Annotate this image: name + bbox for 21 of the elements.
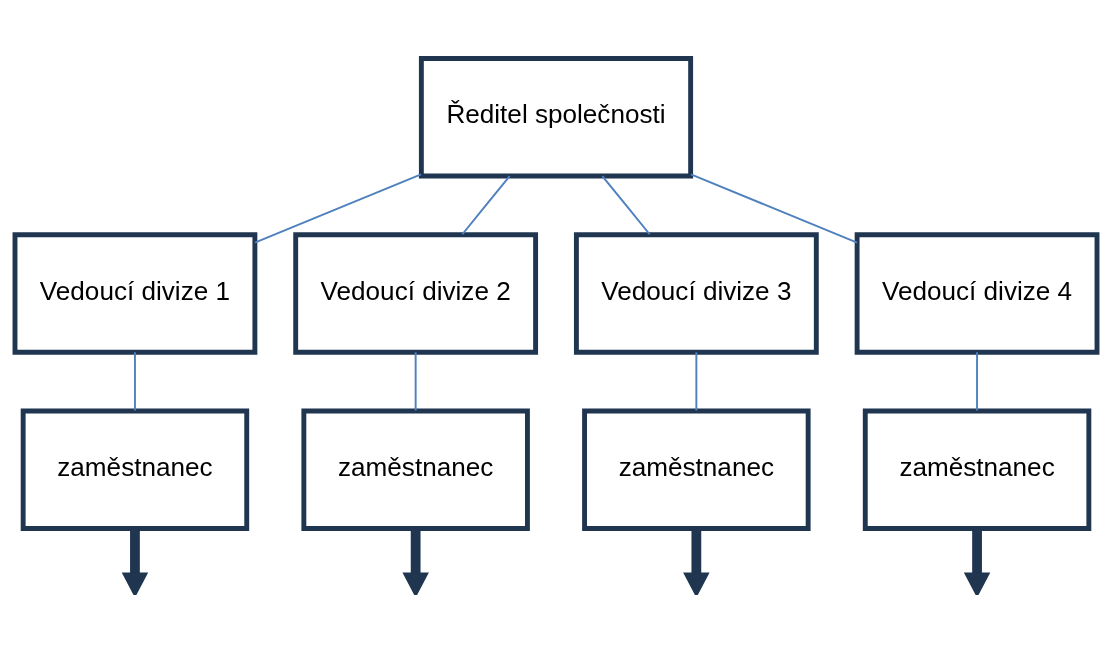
node-box: Vedoucí divize 3: [573, 231, 819, 355]
arrow: [683, 528, 710, 595]
connector: [414, 350, 417, 411]
arrow: [402, 528, 429, 595]
node-box: Ředitel společnosti: [418, 55, 694, 178]
connector: [976, 350, 979, 411]
connector: [133, 350, 136, 411]
node-box: Vedoucí divize 2: [293, 231, 539, 355]
node-box: zaměstnanec: [301, 408, 530, 531]
connector: [253, 172, 422, 244]
arrow: [963, 528, 991, 595]
node-box: Vedoucí divize 4: [854, 231, 1100, 355]
node-box: zaměstnanec: [582, 408, 811, 531]
node-box: Vedoucí divize 1: [12, 231, 258, 355]
arrow: [121, 528, 149, 595]
connector: [690, 172, 859, 244]
node-box: zaměstnanec: [20, 408, 250, 531]
connector: [695, 350, 698, 411]
connector: [461, 174, 511, 235]
node-box: zaměstnanec: [862, 408, 1092, 531]
connector: [601, 174, 651, 235]
